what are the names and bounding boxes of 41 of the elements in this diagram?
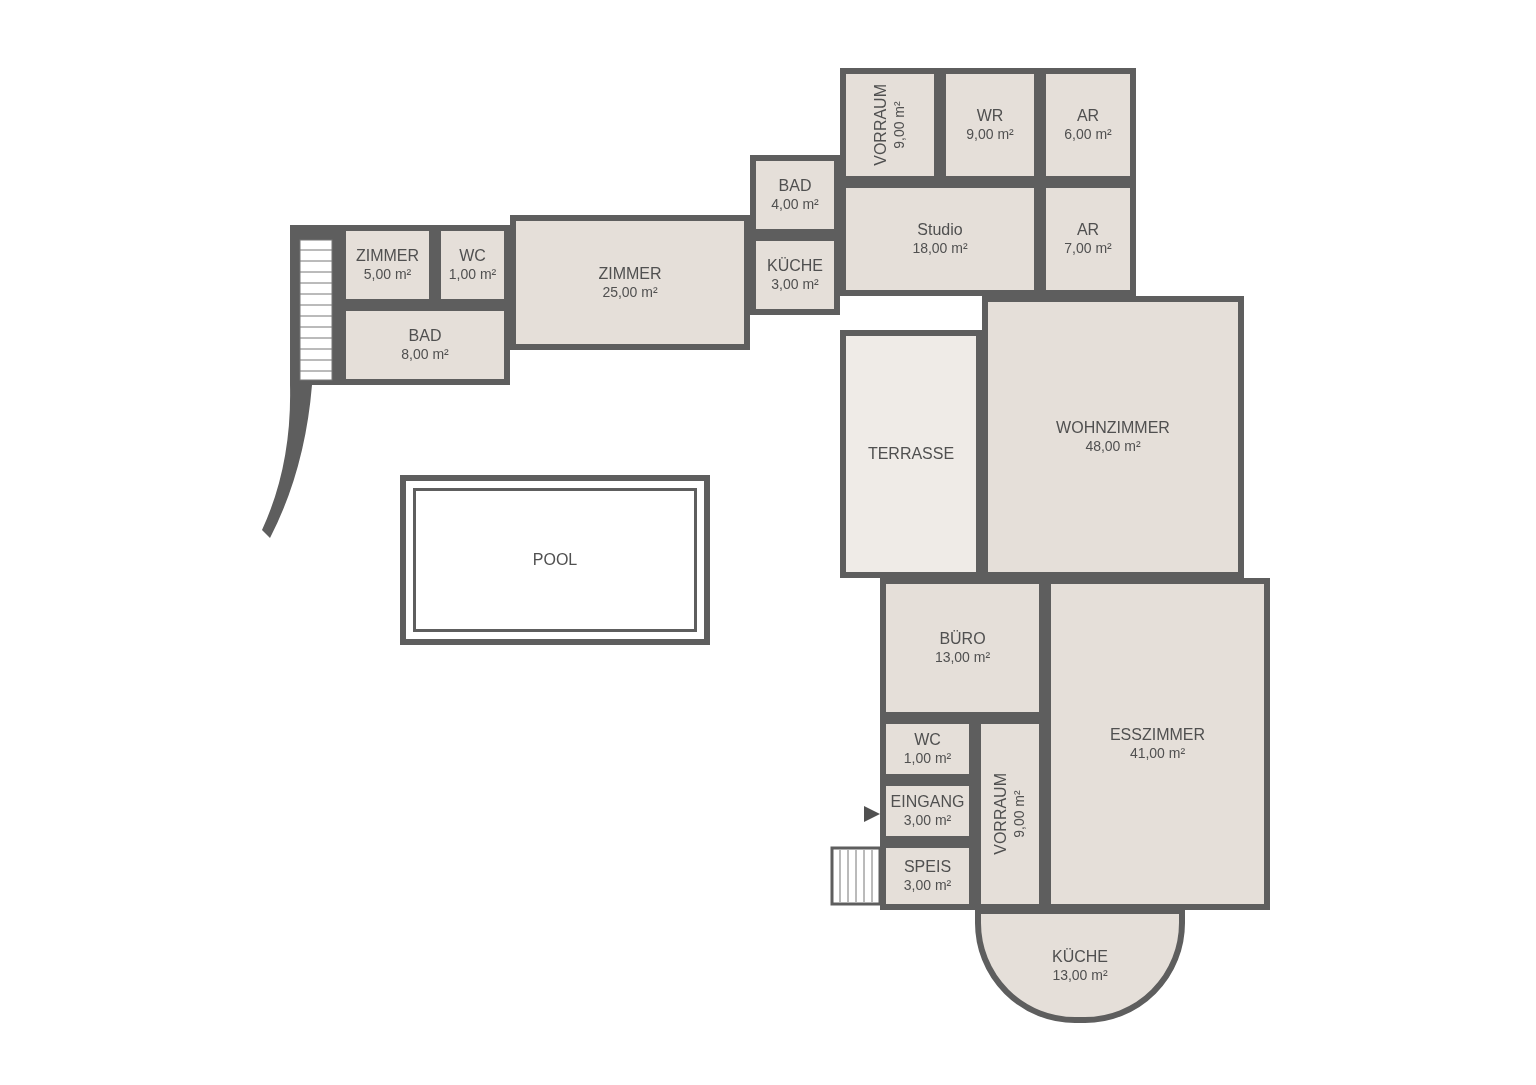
room-area: 4,00 m² (771, 196, 819, 214)
room-name: BAD (408, 326, 442, 347)
room-area: 48,00 m² (1085, 438, 1141, 456)
pool (400, 475, 710, 645)
room-name: ZIMMER (355, 246, 420, 267)
room-name: TERRASSE (867, 444, 955, 464)
room-area: 13,00 m² (1052, 966, 1108, 985)
room-area: 8,00 m² (401, 346, 449, 364)
room-name: WC (459, 246, 486, 267)
room-name: SPEIS (903, 857, 952, 878)
room-area: 25,00 m² (602, 283, 658, 302)
room-area: 3,00 m² (771, 276, 819, 294)
room-name: AR (1076, 220, 1100, 241)
room-name: EINGANG (890, 792, 965, 813)
room-area: 9,00 m² (1011, 790, 1029, 838)
room-name: WC (914, 730, 941, 751)
room-name: VORRAUM (991, 773, 1011, 855)
room-name: WR (976, 106, 1004, 127)
room-name: WOHNZIMMER (1056, 418, 1170, 439)
room-name: VORRAUM (871, 84, 891, 166)
room-area: 13,00 m² (934, 649, 991, 667)
room-area: 41,00 m² (1129, 745, 1186, 763)
room-name: KÜCHE (1052, 946, 1108, 967)
room-area: 1,00 m² (448, 266, 497, 284)
room-area: 9,00 m² (966, 126, 1014, 144)
room-name: ESSZIMMER (1109, 725, 1206, 746)
room-name: BAD (778, 176, 812, 197)
room-area: 3,00 m² (903, 812, 952, 830)
room-area: 6,00 m² (1064, 126, 1112, 144)
room-area: 5,00 m² (363, 266, 412, 284)
room-name: ZIMMER (598, 263, 662, 284)
room-area: 3,00 m² (903, 877, 952, 895)
room-area: 1,00 m² (903, 750, 952, 768)
room-name: POOL (532, 550, 578, 570)
room-name: AR (1076, 106, 1100, 127)
room-name: BÜRO (939, 629, 986, 650)
room-area: 7,00 m² (1064, 240, 1112, 258)
room-area: 18,00 m² (912, 240, 968, 258)
room-name: Studio (917, 220, 963, 241)
room-area: 9,00 m² (891, 101, 909, 149)
room-name: KÜCHE (767, 256, 823, 277)
